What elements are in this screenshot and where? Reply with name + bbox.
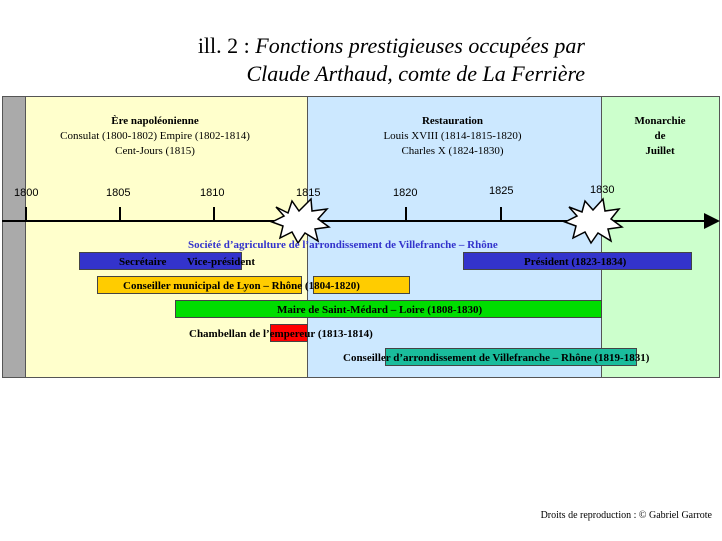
president-label: Président (1823-1834) — [524, 256, 627, 268]
medard-label: Maire de Saint-Médard – Loire (1808-1830… — [277, 304, 483, 316]
july-era-line2: de — [654, 130, 666, 142]
secretary-label: Secrétaire — [119, 256, 167, 268]
napoleonic-panel — [25, 96, 308, 378]
tick-1830: 1830 — [590, 184, 615, 196]
lyon-bar-2 — [313, 276, 410, 294]
arrondissement-bar — [385, 348, 637, 366]
break-1815-icon — [270, 197, 331, 245]
restoration-era-name: Restauration — [421, 115, 484, 127]
chamberlain-bar — [270, 324, 308, 342]
restoration-panel — [307, 96, 602, 378]
title-line2: Claude Arthaud, comte de La Ferrière — [246, 61, 585, 86]
society-heading: Société d’agriculture de l’arrondissemen… — [188, 239, 498, 251]
secretary-bar — [79, 252, 242, 270]
restoration-era-line1: Louis XVIII (1814-1815-1820) — [383, 130, 522, 142]
title-line1: Fonctions prestigieuses occupées par — [255, 33, 585, 58]
president-bar — [463, 252, 692, 270]
lyon-bar-1 — [97, 276, 302, 294]
napoleonic-era-line1: Consulat (1800-1802) Empire (1802-1814) — [60, 130, 250, 142]
title-prefix: ill. 2 : — [197, 33, 256, 58]
july-era-text: Monarchie de Juillet — [615, 114, 705, 159]
tick-1800: 1800 — [14, 187, 39, 199]
tick-1805: 1805 — [106, 187, 131, 199]
napoleonic-era-text: Ère napoléonienne Consulat (1800-1802) E… — [30, 114, 280, 159]
napoleonic-era-line2: Cent-Jours (1815) — [115, 145, 195, 157]
tick-1815: 1815 — [296, 187, 321, 199]
arrondissement-label: Conseiller d’arrondissement de Villefran… — [343, 352, 650, 364]
medard-bar — [175, 300, 602, 318]
chamberlain-label: Chambellan de l’empereur (1813-1814) — [189, 328, 373, 340]
tick-1825: 1825 — [489, 185, 514, 197]
tick-1810: 1810 — [200, 187, 225, 199]
tick-1820: 1820 — [393, 187, 418, 199]
vice-president-label: Vice-président — [187, 256, 256, 268]
july-monarchy-panel — [601, 96, 720, 378]
restoration-era-text: Restauration Louis XVIII (1814-1815-1820… — [340, 114, 565, 159]
july-era-line1: Monarchie — [634, 115, 686, 127]
break-1830-icon — [563, 197, 624, 245]
restoration-era-line2: Charles X (1824-1830) — [401, 145, 504, 157]
copyright-credit: Droits de reproduction : © Gabriel Garro… — [540, 510, 712, 521]
lyon-label: Conseiller municipal de Lyon – Rhône (18… — [123, 280, 360, 292]
figure-title: ill. 2 : Fonctions prestigieuses occupée… — [198, 32, 585, 88]
napoleonic-era-name: Ère napoléonienne — [111, 115, 199, 127]
july-era-line3: Juillet — [645, 145, 675, 157]
